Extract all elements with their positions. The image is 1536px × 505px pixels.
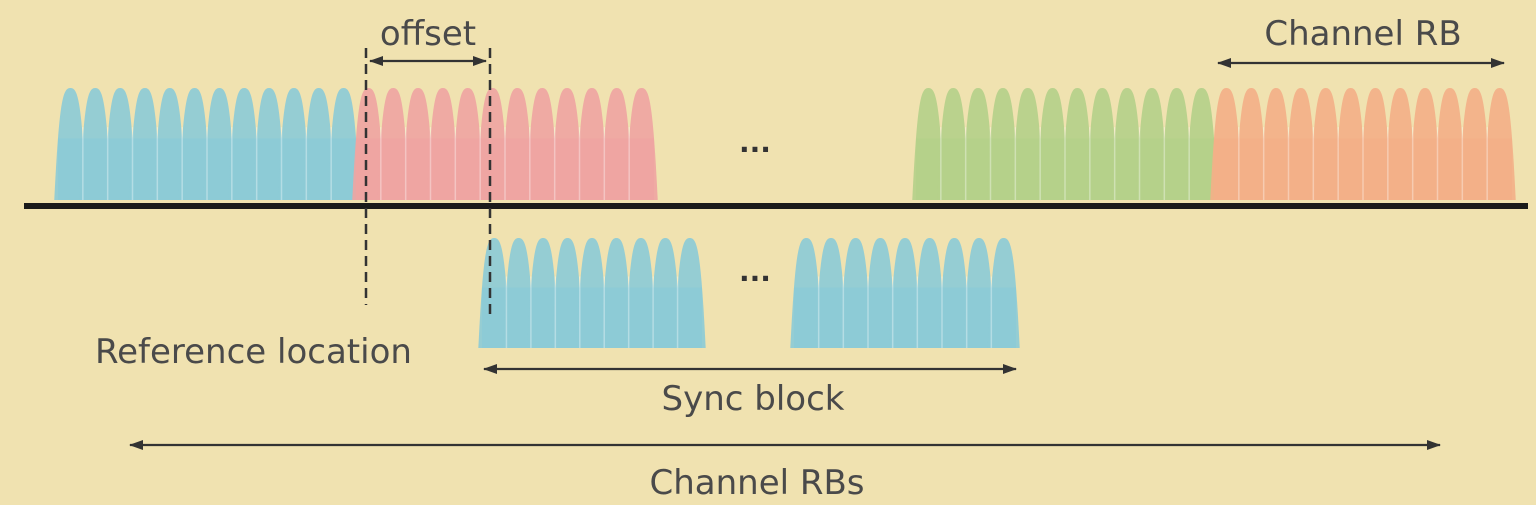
sync-group-right-lobe xyxy=(938,238,971,348)
rb-group-blue-lobe xyxy=(153,88,186,200)
rb-group-orange-lobe xyxy=(1235,88,1268,200)
sync-group-right-lobe xyxy=(987,238,1020,348)
rb-group-blue-lobe xyxy=(178,88,211,200)
sync-group-right-lobe xyxy=(864,238,897,348)
sync-block-groups xyxy=(478,238,1020,348)
sync-group-right-lobe xyxy=(790,238,823,348)
sync-group-left-lobe xyxy=(527,238,559,348)
sync-group-left-lobe xyxy=(478,238,511,348)
rb-group-green-lobe xyxy=(1061,88,1094,200)
sync-group-right-lobe xyxy=(888,238,922,348)
rb-group-red-lobe xyxy=(550,88,584,200)
rb-group-orange-lobe xyxy=(1483,88,1516,200)
sync-group-left-lobe xyxy=(502,238,535,348)
rb-group-blue-lobe xyxy=(128,88,162,200)
sync-block-label: Sync block xyxy=(662,379,845,419)
top-rb-groups xyxy=(54,88,1516,200)
sync-group-left-lobe xyxy=(576,238,608,348)
rb-group-green xyxy=(912,88,1218,200)
rb-group-red-lobe xyxy=(526,88,559,200)
rb-group-red-lobe xyxy=(501,88,534,200)
rb-group-red-lobe xyxy=(451,88,484,200)
rb-group-blue-lobe xyxy=(54,88,87,200)
sync-group-right-lobe xyxy=(814,238,848,348)
reference-location-label: Reference location xyxy=(95,332,412,372)
channel-rb-label: Channel RB xyxy=(1264,14,1461,54)
sync-group-left-lobe xyxy=(625,238,657,348)
top-ellipsis: ... xyxy=(739,126,771,159)
rb-group-blue xyxy=(54,88,360,200)
rb-group-blue-lobe xyxy=(327,88,360,200)
sync-group-left-lobe xyxy=(649,238,682,348)
rb-group-red-lobe xyxy=(600,88,633,200)
rb-group-green-lobe xyxy=(1036,88,1069,200)
rb-group-red-lobe xyxy=(575,88,609,200)
sync-group-left-lobe xyxy=(600,238,633,348)
rb-group-orange-lobe xyxy=(1334,88,1367,200)
rb-group-green-lobe xyxy=(961,88,995,200)
sync-group-right-lobe xyxy=(839,238,872,348)
sync-group-right xyxy=(790,238,1020,348)
rb-group-blue-lobe xyxy=(302,88,335,200)
rb-group-red xyxy=(352,88,658,200)
rb-group-green-lobe xyxy=(1110,88,1144,200)
channel-rbs-label: Channel RBs xyxy=(649,463,864,503)
rb-group-red-lobe xyxy=(476,88,509,200)
rb-group-blue-lobe xyxy=(203,88,236,200)
rb-group-orange xyxy=(1210,88,1516,200)
rb-group-orange-lobe xyxy=(1210,88,1243,200)
rb-group-red-lobe xyxy=(352,88,385,200)
sync-group-left-lobe xyxy=(551,238,584,348)
rb-group-blue-lobe xyxy=(277,88,311,200)
rb-group-orange-lobe xyxy=(1309,88,1342,200)
rb-group-red-lobe xyxy=(401,88,435,200)
rb-group-orange-lobe xyxy=(1433,88,1467,200)
rb-group-green-lobe xyxy=(1011,88,1044,200)
rb-group-green-lobe xyxy=(986,88,1020,200)
rb-group-orange-lobe xyxy=(1458,88,1491,200)
sync-group-left xyxy=(478,238,706,348)
rb-group-green-lobe xyxy=(1086,88,1119,200)
rb-group-green-lobe xyxy=(912,88,945,200)
sync-group-right-lobe xyxy=(913,238,946,348)
sync-group-right-lobe xyxy=(962,238,996,348)
rb-group-blue-lobe xyxy=(79,88,112,200)
rb-group-red-lobe xyxy=(377,88,410,200)
rb-group-green-lobe xyxy=(1135,88,1169,200)
rb-group-orange-lobe xyxy=(1359,88,1392,200)
sync-group-left-lobe xyxy=(673,238,706,348)
sync-ellipsis: ... xyxy=(739,255,771,288)
rb-group-orange-lobe xyxy=(1384,88,1417,200)
rb-group-green-lobe xyxy=(937,88,970,200)
rb-group-green-lobe xyxy=(1160,88,1193,200)
rb-group-red-lobe xyxy=(426,88,460,200)
rb-group-blue-lobe xyxy=(103,88,137,200)
rb-group-blue-lobe xyxy=(252,88,286,200)
rb-group-blue-lobe xyxy=(228,88,261,200)
rb-group-red-lobe xyxy=(625,88,658,200)
rb-group-green-lobe xyxy=(1185,88,1218,200)
offset-label: offset xyxy=(380,14,476,54)
rb-group-orange-lobe xyxy=(1259,88,1293,200)
rb-group-orange-lobe xyxy=(1408,88,1442,200)
rb-group-orange-lobe xyxy=(1284,88,1318,200)
